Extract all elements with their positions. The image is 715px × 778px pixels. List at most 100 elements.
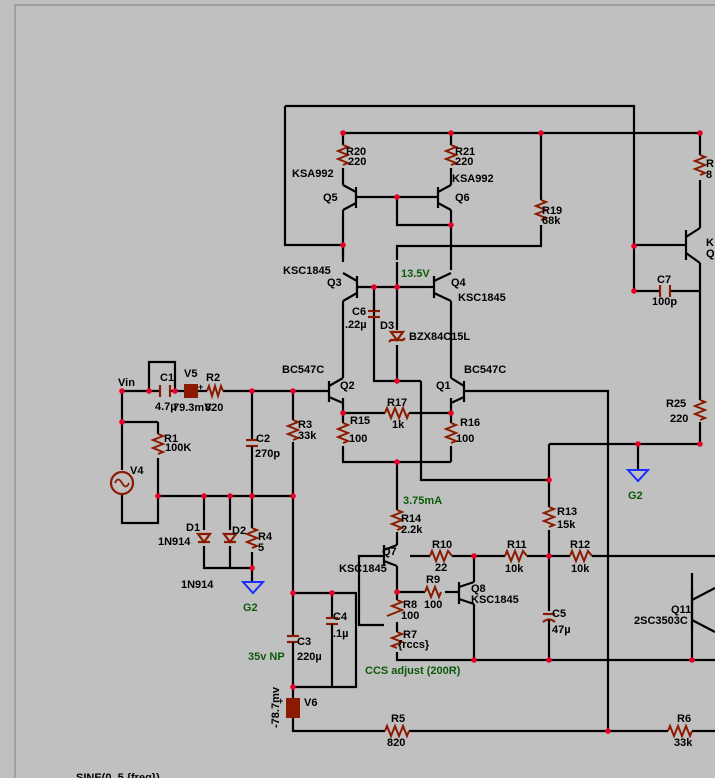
label-3ma75: 3.75mA	[403, 495, 442, 507]
label-ksa992-q5: KSA992	[292, 168, 334, 180]
transistors	[327, 184, 715, 633]
label-r19-val: 68k	[542, 215, 561, 227]
label-v5: V5	[184, 368, 197, 380]
label-d1: D1	[186, 522, 200, 534]
resistor-r19	[533, 199, 549, 221]
ground-g2-left	[240, 581, 266, 595]
label-q4: Q4	[451, 277, 467, 289]
label-r9: R9	[426, 574, 440, 586]
label-q11: Q11	[671, 604, 691, 616]
resistor-r13	[541, 506, 557, 528]
label-r4: R4	[258, 531, 273, 543]
label-r13: R13	[557, 506, 577, 518]
label-r10: R10	[432, 539, 452, 551]
label-c3: C3	[297, 636, 311, 648]
label-r10-val: 22	[435, 562, 447, 574]
label-r7: R7	[403, 629, 417, 641]
label-v6: V6	[304, 697, 317, 709]
label-r3-val: 33k	[298, 430, 317, 442]
resistor-r21	[443, 144, 459, 166]
capacitors	[158, 285, 672, 644]
transistor-q-right	[634, 227, 701, 264]
label-bc547c-q2: BC547C	[282, 364, 324, 376]
label-q3: Q3	[327, 277, 342, 289]
label-r11: R11	[507, 539, 527, 551]
label-vin: Vin	[118, 377, 135, 389]
label-r16-val: 100	[456, 433, 474, 445]
resistor-r14	[389, 509, 405, 531]
svg-text:+: +	[278, 696, 283, 706]
label-g2-right: G2	[628, 490, 643, 502]
label-r6-val: 33k	[674, 737, 693, 749]
label-c5-val: 47µ	[552, 624, 571, 636]
label-r14: R14	[401, 513, 422, 525]
label-r4-val: 5	[258, 542, 264, 554]
transistor-q8	[457, 580, 475, 606]
label-c2-val: 270p	[255, 448, 280, 460]
resistor-r3	[285, 419, 301, 441]
resistor-r10	[429, 548, 453, 564]
wires	[120, 104, 715, 733]
label-r25-val: 220	[670, 413, 688, 425]
label-q5: Q5	[323, 192, 338, 204]
resistor-r16	[443, 422, 459, 444]
label-ksc1845-q7: KSC1845	[339, 563, 387, 575]
resistor-r5	[384, 723, 410, 739]
resistor-r1	[150, 433, 166, 455]
label-q2: Q2	[340, 380, 355, 392]
label-r3: R3	[298, 419, 312, 431]
label-v4: V4	[130, 465, 144, 477]
label-r2: R2	[206, 372, 220, 384]
label-q8: Q8	[471, 583, 486, 595]
label-r21: R21	[455, 146, 475, 158]
resistor-r9	[424, 584, 442, 600]
label-d3: D3	[380, 320, 394, 332]
label-r5-val: 820	[387, 737, 405, 749]
diodes	[195, 330, 406, 544]
label-ksc1845-q4: KSC1845	[458, 292, 506, 304]
capacitor-c7	[658, 285, 672, 297]
svg-text:+: +	[198, 382, 203, 392]
label-r15: R15	[350, 415, 370, 427]
label-r2-val: 820	[205, 402, 223, 414]
ground-symbols	[240, 469, 651, 595]
label-r21-val: 220	[455, 156, 473, 168]
label-c4: C4	[333, 611, 348, 623]
label-sine: SINE(0 .5 {freq})	[76, 772, 160, 778]
label-c1: C1	[160, 372, 174, 384]
label-r20-val: 220	[348, 156, 366, 168]
label-r8-val: 100	[401, 610, 419, 622]
ground-g2-right	[625, 469, 651, 483]
label-q-right-2: Q	[706, 248, 715, 260]
resistor-r6	[667, 723, 693, 739]
label-r9-val: 100	[424, 599, 442, 611]
label-r1: R1	[164, 433, 178, 445]
label-r13-val: 15k	[557, 519, 576, 531]
transistor-q5	[342, 184, 358, 211]
label-r17-val: 1k	[392, 419, 405, 431]
label-ksa992-q6: KSA992	[452, 173, 494, 185]
label-r1-val: 100K	[165, 442, 191, 454]
label-r22-val: 8	[706, 169, 712, 181]
label-r7-val: {rccs}	[398, 639, 430, 651]
label-d2: D2	[232, 525, 246, 537]
label-c6-val: .22µ	[345, 319, 367, 331]
label-c7: C7	[657, 274, 671, 286]
transistor-q3	[342, 272, 359, 302]
label-c2: C2	[256, 433, 270, 445]
label-r14-val: 2.2k	[401, 524, 423, 536]
label-r15-val: 100	[349, 433, 367, 445]
label-v5-val: 79.3mV	[173, 402, 212, 414]
label-g2-left: G2	[243, 602, 258, 614]
resistor-r7	[389, 631, 405, 649]
label-c6: C6	[352, 306, 366, 318]
label-r5: R5	[391, 713, 405, 725]
voltage-source-v5: +	[184, 382, 203, 398]
transistor-q11	[690, 587, 715, 633]
label-r11-val: 10k	[505, 563, 524, 575]
label-2sc3503c: 2SC3503C	[634, 615, 688, 627]
voltage-source-v4	[109, 470, 135, 496]
label-13v5: 13.5V	[401, 268, 430, 280]
label-1n914-d2: 1N914	[181, 579, 214, 591]
junction-dots	[119, 130, 703, 734]
